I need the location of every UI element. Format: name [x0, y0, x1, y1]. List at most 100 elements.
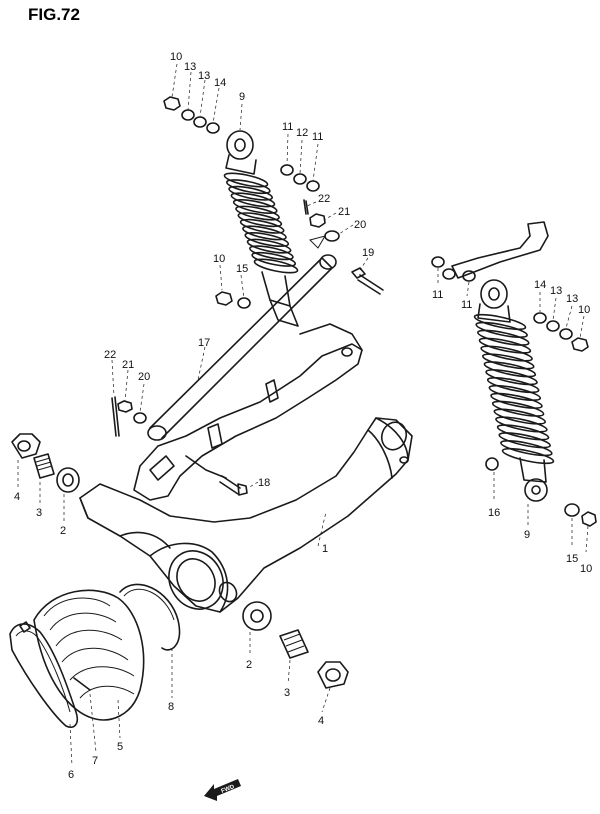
left-upper-hardware [163, 63, 243, 134]
spring-coil [249, 245, 294, 261]
spring-coil [223, 172, 269, 188]
spring-coil [237, 212, 283, 228]
spring-coil [242, 225, 287, 241]
callout-21: 21 [338, 206, 350, 218]
callout-3: 3 [36, 507, 42, 519]
right-upper-washers [431, 256, 476, 297]
spring-coil [251, 251, 297, 267]
spring-coil [480, 345, 533, 362]
spring-coil [495, 416, 548, 433]
figure-title: FIG.72 [28, 5, 80, 24]
spring-coil [475, 321, 528, 338]
upper-pin-nut-washer [303, 199, 354, 249]
spring-coil [477, 329, 530, 346]
torque-rod [147, 254, 337, 441]
callout-22: 22 [318, 193, 330, 205]
spring-coil [235, 205, 280, 221]
callout-11: 11 [461, 299, 472, 311]
callout-15: 15 [236, 263, 248, 275]
spring-coil [244, 232, 290, 248]
spring-coil [246, 238, 292, 254]
spring-coil [225, 179, 271, 195]
bolt-18 [219, 475, 259, 496]
callout-2: 2 [60, 525, 66, 537]
callout-labels: 1 2 2 3 3 4 4 5 6 7 8 9 9 10 10 10 10 11… [14, 51, 592, 781]
callout-9: 9 [239, 91, 245, 103]
spring-coil [498, 432, 551, 449]
callout-17: 17 [198, 337, 210, 349]
spring-coil [500, 440, 553, 457]
callout-10: 10 [578, 304, 590, 316]
right-lower-nut-washer [564, 503, 597, 553]
spring-coil [481, 353, 535, 370]
callout-6: 6 [68, 769, 74, 781]
clamp-band [9, 621, 79, 767]
spring-coil [228, 185, 273, 201]
callout-12: 12 [296, 127, 308, 139]
callout-11: 11 [282, 121, 293, 133]
spring-coil [485, 369, 538, 386]
callout-10: 10 [170, 51, 182, 63]
callout-15: 15 [566, 553, 578, 565]
torque-arm-bracket [133, 323, 363, 501]
spring-coil [232, 198, 278, 214]
callout-13: 13 [198, 70, 210, 82]
spring-coil [491, 400, 545, 417]
callout-8: 8 [168, 701, 174, 713]
o-ring [119, 583, 181, 698]
swingarm [79, 417, 413, 613]
rubber-boot [33, 589, 145, 739]
callout-7: 7 [92, 755, 98, 767]
callout-2: 2 [246, 659, 252, 671]
callout-20: 20 [138, 371, 150, 383]
spring-coil [253, 258, 299, 274]
pin-7 [73, 677, 97, 753]
spring-coil [501, 447, 555, 465]
callout-4: 4 [318, 715, 324, 727]
bolt-19 [351, 257, 384, 295]
callout-18: 18 [258, 477, 270, 489]
spring-coil [486, 376, 540, 394]
right-upper-hardware [533, 292, 589, 352]
spring-coil [493, 408, 547, 425]
callout-19: 19 [362, 247, 374, 259]
callout-10: 10 [213, 253, 225, 265]
callout-13: 13 [184, 61, 196, 73]
spring-coil [483, 361, 537, 378]
spring-coil [239, 218, 285, 234]
callout-13: 13 [550, 285, 562, 297]
right-pivot-hardware [242, 601, 349, 713]
left-shock-washers [280, 133, 320, 192]
right-top-bracket [442, 221, 549, 280]
spring-coil [488, 384, 542, 402]
callout-9: 9 [524, 529, 530, 541]
left-lower-nut-washer [215, 264, 251, 309]
spring-coil [230, 192, 276, 208]
callout-4: 4 [14, 491, 20, 503]
spring-coil [478, 337, 532, 354]
callout-21: 21 [122, 359, 134, 371]
left-shock-absorber [223, 130, 299, 327]
callout-3: 3 [284, 687, 290, 699]
spring-coil [473, 313, 527, 331]
forward-arrow: FWD [204, 779, 241, 801]
callout-14: 14 [214, 77, 226, 89]
callout-22: 22 [104, 349, 116, 361]
callout-10: 10 [580, 563, 592, 575]
callout-1: 1 [322, 543, 328, 555]
callout-20: 20 [354, 219, 366, 231]
spring-coil [490, 392, 543, 409]
left-pivot-hardware [11, 433, 80, 522]
callout-5: 5 [117, 741, 123, 753]
callout-16: 16 [488, 507, 500, 519]
lower-pin-nut-washer [111, 359, 147, 437]
callout-11: 11 [432, 289, 443, 301]
right-shock-absorber [473, 279, 555, 528]
callout-14: 14 [534, 279, 546, 291]
forward-arrow-label: FWD [221, 784, 237, 795]
callout-13: 13 [566, 293, 578, 305]
washer-16 [485, 457, 499, 500]
callout-11: 11 [312, 131, 323, 143]
